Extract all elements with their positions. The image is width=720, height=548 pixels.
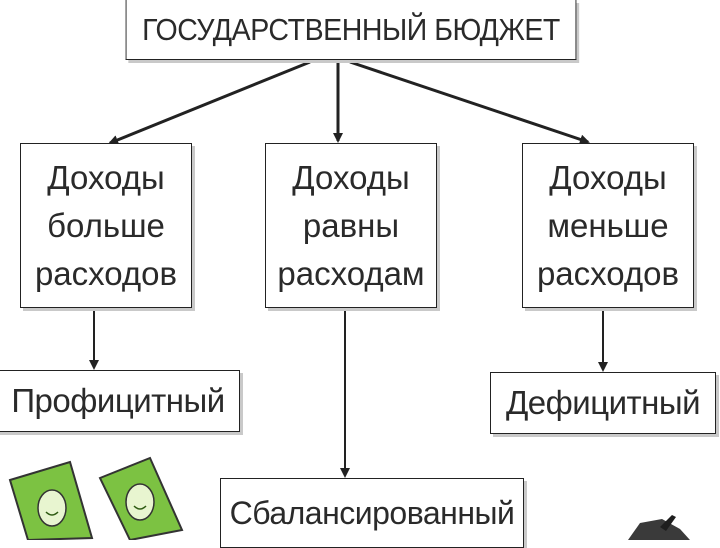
condition-line: меньше [547,206,669,244]
condition-line: расходов [536,254,680,292]
money-bills-icon [8,456,184,540]
decorative-figure-icon [628,515,690,540]
condition-surplus-box: Доходы больше расходов [20,143,192,308]
arrow-title-to-right [349,60,590,145]
condition-balanced-box: Доходы равны расходам [265,143,437,308]
condition-line: расходам [277,254,425,292]
arrow-title-to-left [108,60,311,145]
result-surplus-box: Профицитный [0,370,240,432]
condition-line: Доходы [47,158,165,196]
condition-line: расходов [34,254,178,292]
result-balanced-label: Сбалансированный [229,494,515,531]
condition-deficit-box: Доходы меньше расходов [522,143,694,308]
condition-line: Доходы [292,158,410,196]
result-surplus-label: Профицитный [11,382,225,419]
result-balanced-box: Сбалансированный [220,478,524,548]
condition-line: Доходы [549,158,667,196]
condition-line: больше [47,206,165,244]
condition-line: равны [302,206,400,244]
budget-title-box: ГОСУДАРСТВЕННЫЙ БЮДЖЕТ [125,0,577,60]
result-deficit-label: Дефицитный [505,384,701,421]
budget-title: ГОСУДАРСТВЕННЫЙ БЮДЖЕТ [142,11,560,47]
result-deficit-box: Дефицитный [490,372,716,434]
